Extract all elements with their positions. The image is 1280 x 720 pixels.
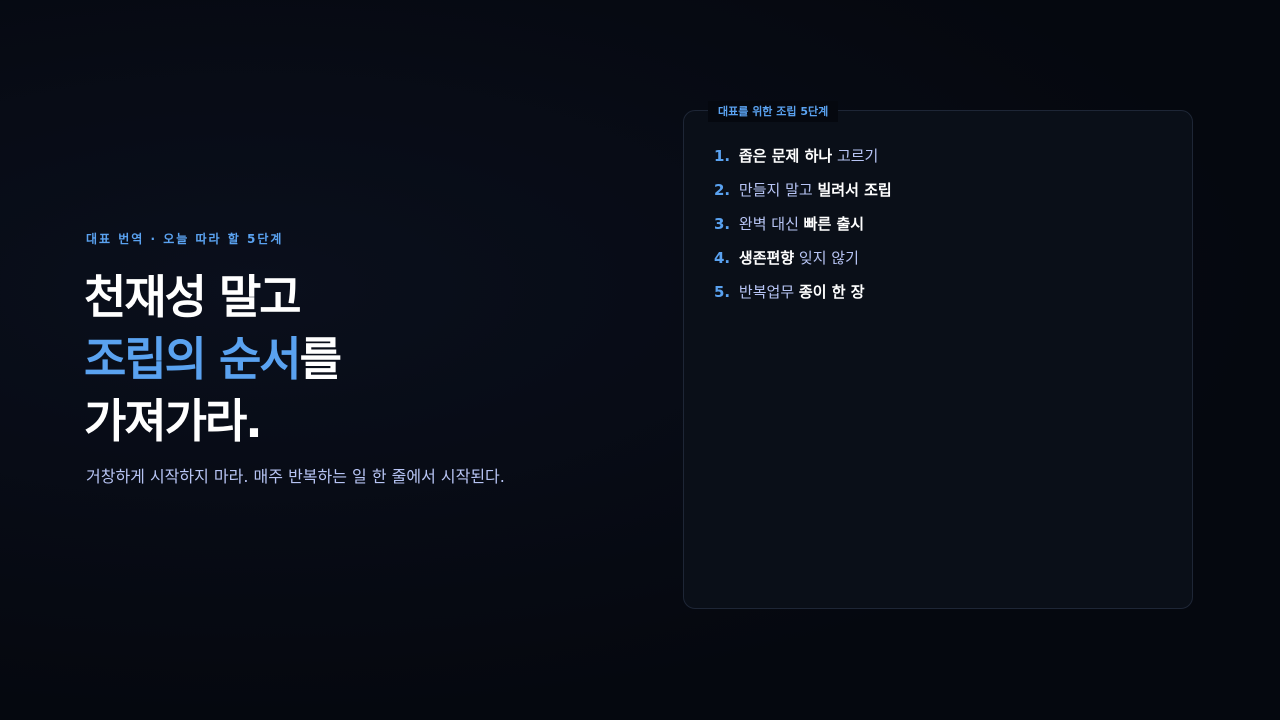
step-text-primary: 종이 한 장 <box>798 283 865 301</box>
subtitle: 거창하게 시작하지 마라. 매주 반복하는 일 한 줄에서 시작된다. <box>86 467 505 486</box>
step-item-4: 4. 생존편향 잊지 않기 <box>714 246 892 280</box>
card-tag: 대표를 위한 조립 5단계 <box>708 101 839 122</box>
step-item-1: 1. 좁은 문제 하나 고르기 <box>714 144 892 178</box>
headline-line-1: 천재성 말고 <box>84 270 302 324</box>
step-item-5: 5. 반복업무 종이 한 장 <box>714 280 892 314</box>
step-number: 2. <box>714 181 731 199</box>
step-number: 5. <box>714 283 731 301</box>
headline-line-2: 조립의 순서를 <box>84 328 342 390</box>
step-text-primary: 빠른 출시 <box>803 215 865 233</box>
headline: 천재성 말고 조립의 순서를 가져가라. <box>84 266 342 452</box>
step-number: 4. <box>714 249 731 267</box>
steps-card: 대표를 위한 조립 5단계 1. 좁은 문제 하나 고르기 2. 만들지 말고 … <box>683 101 1193 609</box>
step-text-primary: 좁은 문제 하나 <box>738 147 833 165</box>
steps-list: 1. 좁은 문제 하나 고르기 2. 만들지 말고 빌려서 조립 3. 완벽 대… <box>714 144 892 314</box>
headline-line-3: 가져가라. <box>84 394 263 448</box>
step-text-secondary: 고르기 <box>836 147 879 165</box>
step-text-secondary: 만들지 말고 <box>738 181 813 199</box>
step-text-secondary: 완벽 대신 <box>738 215 799 233</box>
eyebrow-label: 대표 번역 · 오늘 따라 할 5단계 <box>86 232 284 246</box>
step-number: 1. <box>714 147 731 165</box>
step-item-3: 3. 완벽 대신 빠른 출시 <box>714 212 892 246</box>
headline-line-2-rest: 를 <box>299 332 342 386</box>
step-number: 3. <box>714 215 731 233</box>
headline-accent: 조립의 순서 <box>84 332 302 386</box>
step-item-2: 2. 만들지 말고 빌려서 조립 <box>714 178 892 212</box>
step-text-secondary: 반복업무 <box>738 283 795 301</box>
step-text-primary: 빌려서 조립 <box>817 181 892 199</box>
step-text-secondary: 잊지 않기 <box>798 249 859 267</box>
step-text-primary: 생존편향 <box>738 249 795 267</box>
